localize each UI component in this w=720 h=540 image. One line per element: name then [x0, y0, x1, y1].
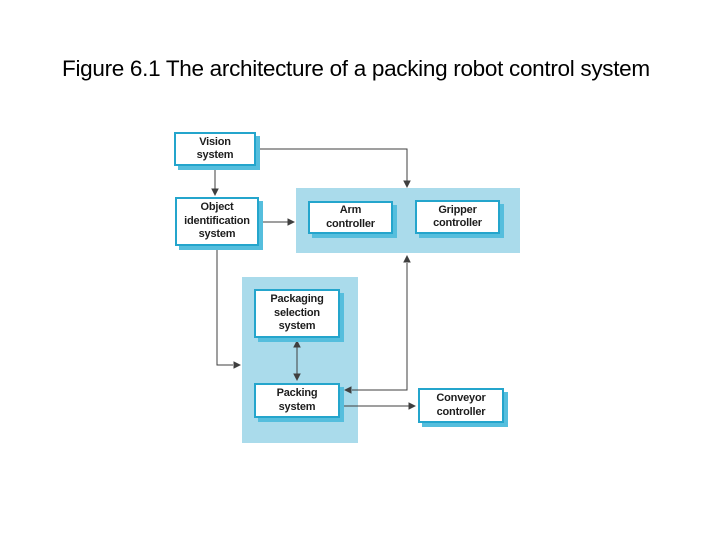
node-label-line: identification: [184, 214, 250, 227]
node-conveyor-controller: Conveyor controller: [418, 388, 504, 423]
node-label-line: controller: [326, 217, 375, 230]
node-label-line: Vision: [199, 135, 231, 148]
node-packaging-selection-system: Packaging selection system: [254, 289, 340, 338]
node-object-identification-system: Object identification system: [175, 197, 259, 246]
node-vision-system: Vision system: [174, 132, 256, 166]
connector-object-identification-to-packaging-group: [216, 246, 241, 369]
node-label-line: Conveyor: [436, 392, 486, 404]
node-packing-system: Packing system: [254, 383, 340, 418]
node-gripper-controller: Gripper controller: [415, 200, 500, 234]
connector-vision-to-robot-control-group: [256, 148, 411, 188]
figure-caption: Figure 6.1 The architecture of a packing…: [62, 56, 650, 81]
node-arm-controller: Arm controller: [308, 201, 393, 234]
connector-object-identification-to-robot-control-group: [259, 218, 295, 226]
node-label-line: system: [278, 320, 316, 333]
node-label-line: Object: [200, 201, 234, 214]
node-label-line: selection: [274, 306, 320, 319]
connector-vision-to-object-identification: [211, 166, 219, 196]
node-label-line: Packaging: [270, 293, 324, 306]
node-label-line: controller: [433, 217, 482, 229]
node-label-line: Packing: [276, 387, 318, 399]
node-label-line: Arm: [339, 204, 362, 216]
node-label-line: system: [196, 149, 234, 161]
node-label-line: Gripper: [438, 203, 477, 216]
node-label-line: system: [198, 228, 236, 241]
node-label-line: system: [278, 400, 316, 413]
node-label-line: controller: [436, 405, 486, 418]
